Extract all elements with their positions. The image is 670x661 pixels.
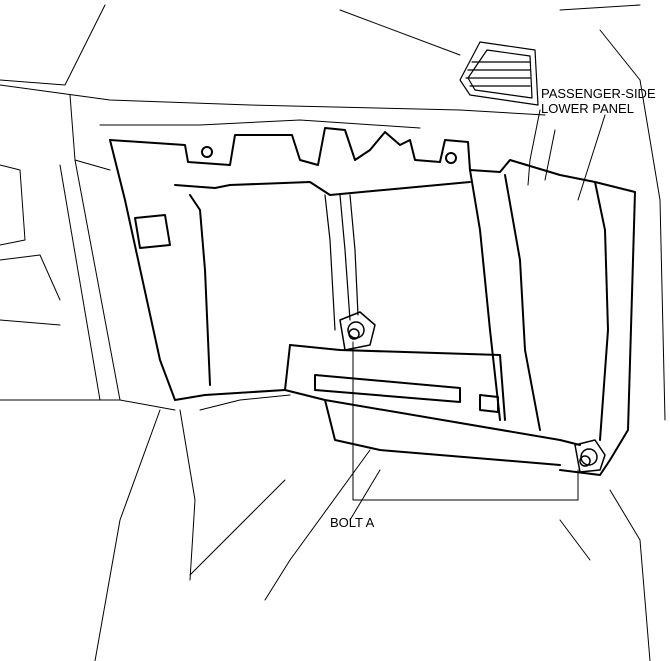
center-column [324,194,359,331]
panel-label-line1: PASSENGER-SIDE [541,86,656,101]
dashboard-context [0,4,666,661]
leader-lines [352,114,606,501]
bolt-a-lower [574,439,606,473]
panel-label-line2: LOWER PANEL [541,101,634,116]
bolt-a-upper [339,311,376,351]
passenger-side-lower-panel [109,127,636,476]
bolt-a-label: BOLT A [330,515,375,530]
air-vent [459,41,539,106]
